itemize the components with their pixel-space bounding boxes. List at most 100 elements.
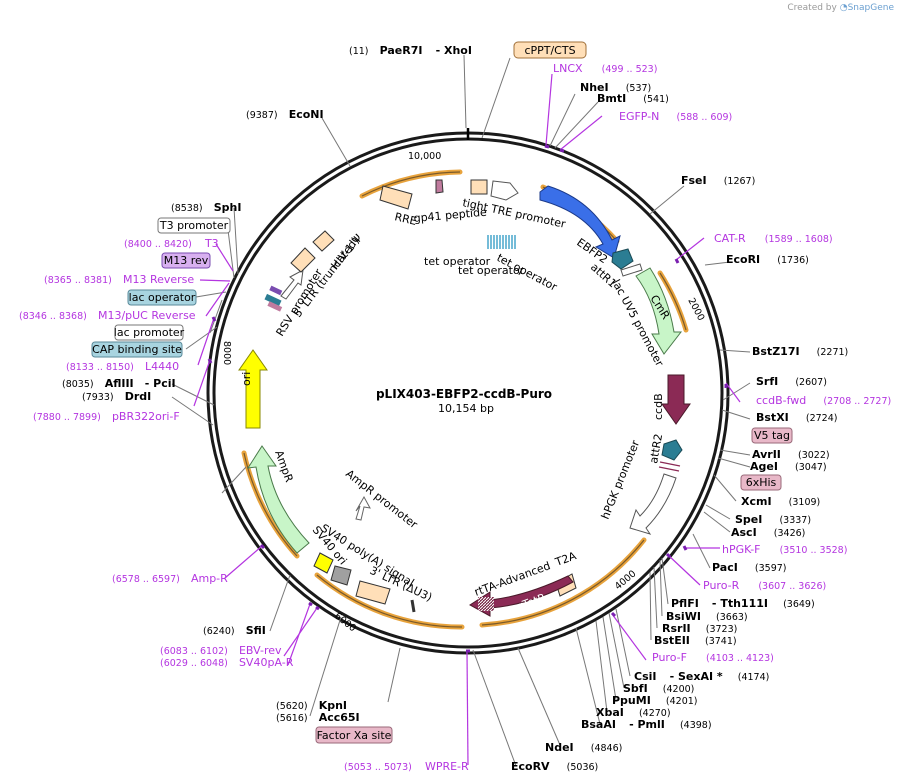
primer-puror-name: Puro-R (703, 579, 740, 592)
primer-t3: (8400 .. 8420) T3 (124, 232, 219, 251)
primer-ccdbfwd: ccdB-fwd (2708 .. 2727) (756, 389, 891, 408)
feature-badge-6xhis: 6xHis (740, 474, 782, 491)
site-avrii-pos: (3022) (798, 450, 830, 461)
site-ndei-pos: (4846) (591, 743, 623, 754)
site-sbfi: SbfI (4200) (623, 677, 694, 696)
site-csii: CsiI - SexAI * (4174) (634, 665, 769, 684)
site-xbai-name: XbaI (596, 706, 624, 719)
site-acc65i-name: Acc65I (319, 711, 360, 724)
site-sfii: (6240) SfiI (203, 619, 266, 638)
site-ecorv-name: EcoRV (511, 760, 550, 773)
site-bstz17i-name: BstZ17I (752, 345, 800, 358)
feature-hiv-psi (312, 230, 335, 252)
site-afliii: (8035) AflIII - PciI (62, 372, 176, 391)
site-asci: AscI (3426) (731, 521, 805, 540)
primer-puror: Puro-R (3607 .. 3626) (703, 574, 826, 593)
site-srfi-pos: (2607) (795, 377, 827, 388)
site-pflfi-name: PflFI (671, 597, 699, 610)
primer-purof-name: Puro-F (652, 651, 687, 664)
site-bstxi: BstXI (2724) (756, 406, 837, 425)
site-bstxi-pos: (2724) (806, 413, 838, 424)
site-srfi-name: SrfI (756, 375, 778, 388)
feature-gp41 (435, 179, 444, 194)
site-csii-pos: (4174) (738, 672, 770, 683)
site-pflfi-pos: (3649) (783, 599, 815, 610)
feature-badge-factorxa: Factor Xa site (315, 726, 393, 744)
site-nhei: NheI (537) (580, 76, 651, 95)
primer-ebvrev: (6083 .. 6102) EBV-rev (160, 639, 282, 658)
feature-badge-t3prom: T3 promoter (157, 217, 231, 234)
site-bstz17i: BstZ17I (2271) (752, 340, 848, 359)
badge-v5tag-text: V5 tag (754, 429, 790, 442)
label-rre: RRE (393, 210, 418, 228)
site-asci-name: AscI (731, 526, 757, 539)
site-rsrii: RsrII (3723) (662, 617, 737, 636)
label-hpgk: hPGK promoter (599, 438, 643, 521)
site-bsteii-pos: (3741) (705, 636, 737, 647)
primer-l4440-name: L4440 (145, 360, 179, 373)
site-bsteii: BstEII (3741) (654, 629, 737, 648)
feature-rtetr-hatch (478, 597, 494, 611)
site-bsaai: BsaAI - PmlI (4398) (581, 713, 712, 732)
site-ndei: NdeI (4846) (545, 736, 622, 755)
site-csii-name: CsiI (634, 670, 656, 683)
site-bsiwi-name: BsiWI (666, 610, 701, 623)
badge-factorxa-text: Factor Xa site (317, 729, 392, 742)
site-agei: AgeI (3047) (750, 455, 827, 474)
feature-badge-v5tag: V5 tag (751, 427, 793, 444)
site-ecori-name: EcoRI (726, 253, 760, 266)
site-bstz17i-pos: (2271) (817, 347, 849, 358)
primer-puror-range: (3607 .. 3626) (758, 581, 826, 592)
site-agei-name: AgeI (750, 460, 778, 473)
site-paer7i: (11) PaeR7I - XhoI (349, 39, 472, 58)
site-pcii: - PciI (145, 377, 176, 390)
site-asci-pos: (3426) (774, 528, 806, 539)
feature-cmr (635, 267, 683, 355)
primer-t3-range: (8400 .. 8420) (124, 239, 192, 250)
site-acc65i: (5616) Acc65I (276, 706, 360, 725)
site-agei-pos: (3047) (795, 462, 827, 473)
site-spei-name: SpeI (735, 513, 762, 526)
site-kpni: (5620) KpnI (276, 694, 347, 713)
site-sexai: - SexAI * (670, 670, 723, 683)
site-rsrii-name: RsrII (662, 622, 691, 635)
feature-ori (238, 349, 268, 429)
snapgene-credit: Created by ◔SnapGene (787, 3, 894, 13)
primer-hpgkf-name: hPGK-F (722, 543, 760, 556)
site-afliii-name: AflIII (105, 377, 134, 390)
site-srfi: SrfI (2607) (756, 370, 827, 389)
site-tth111i: - Tth111I (712, 597, 768, 610)
site-pflfi: PflFI - Tth111I (3649) (671, 592, 815, 611)
site-fsei-name: FseI (681, 174, 707, 187)
feature-badge-lacop: lac operator (127, 289, 197, 306)
primer-catr: CAT-R (1589 .. 1608) (714, 227, 833, 246)
badge-lacprom-text: lac promoter (114, 326, 185, 339)
primer-ampr-range: (6578 .. 6597) (112, 574, 180, 585)
site-sfii-pos: (6240) (203, 626, 235, 637)
tick-10000: 10,000 (408, 151, 441, 162)
primer-egfpn: EGFP-N (588 .. 609) (619, 105, 732, 124)
badge-m13rev-text: M13 rev (164, 254, 209, 267)
primer-l4440: (8133 .. 8150) L4440 (66, 355, 179, 374)
site-paer7i-name: PaeR7I (380, 44, 423, 57)
site-afliii-pos: (8035) (62, 379, 94, 390)
primer-ccdbfwd-range: (2708 .. 2727) (823, 396, 891, 407)
site-acc65i-pos: (5616) (276, 713, 308, 724)
site-bsaai-name: BsaAI (581, 718, 616, 731)
site-fsei-pos: (1267) (724, 176, 756, 187)
primer-ampr-name: Amp-R (191, 572, 228, 585)
primer-wprer: (5053 .. 5073) WPRE-R (344, 755, 469, 774)
primer-lncx: LNCX (499 .. 523) (553, 57, 657, 76)
primer-m13puc: (8346 .. 8368) M13/pUC Reverse (19, 304, 196, 323)
primer-m13r: (8365 .. 8381) M13 Reverse (44, 268, 194, 287)
primer-t3-name: T3 (204, 237, 219, 250)
badge-t3prom-text: T3 promoter (159, 219, 229, 232)
feature-rre (379, 185, 413, 210)
site-paci-pos: (3597) (755, 563, 787, 574)
snapgene-logo-icon: ◔ (839, 3, 848, 13)
feature-badge-m13rev: M13 rev (161, 252, 211, 269)
site-paci: PacI (3597) (712, 556, 787, 575)
site-bstxi-name: BstXI (756, 411, 789, 424)
feature-badge-cap: CAP binding site (91, 341, 183, 358)
badge-6xhis-text: 6xHis (746, 476, 777, 489)
